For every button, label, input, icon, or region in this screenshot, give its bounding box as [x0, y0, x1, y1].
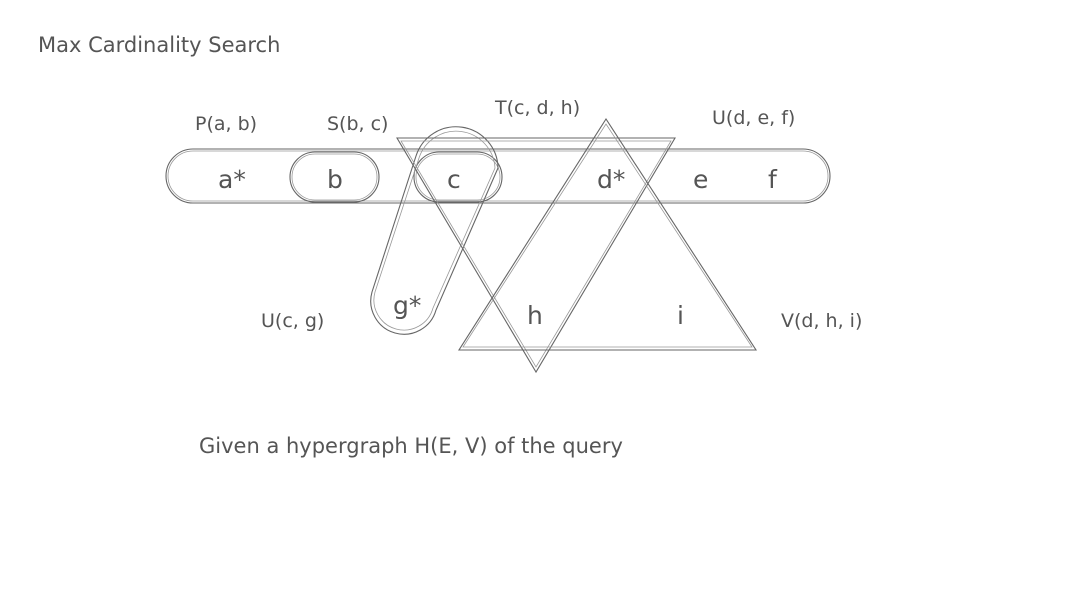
edge-label-U-def: U(d, e, f) [712, 107, 795, 129]
vertex-e: e [693, 165, 708, 194]
vertex-d: d* [597, 165, 625, 194]
diagram-caption: Given a hypergraph H(E, V) of the query [199, 434, 623, 458]
vertex-b: b [327, 165, 343, 194]
hyperedge-V-triangle [457, 117, 758, 351]
vertex-g: g* [393, 291, 421, 320]
edge-label-S: S(b, c) [327, 113, 388, 135]
vertex-i: i [677, 301, 684, 330]
vertex-f: f [768, 165, 778, 194]
edge-label-T: T(c, d, h) [494, 97, 580, 119]
vertex-c: c [447, 165, 461, 194]
vertex-h: h [527, 301, 543, 330]
edge-label-U-cg: U(c, g) [261, 310, 324, 332]
diagram-title: Max Cardinality Search [38, 33, 281, 57]
hyperedge-c-capsule [413, 151, 503, 203]
hyperedge-b-capsule [289, 151, 380, 203]
hyperedge-cg-capsule [370, 126, 499, 335]
edge-label-P: P(a, b) [195, 113, 257, 135]
edge-label-V: V(d, h, i) [781, 310, 862, 332]
vertex-a: a* [218, 165, 246, 194]
hyperedge-top-capsule [165, 148, 831, 204]
hyperedge-T-triangle [396, 137, 676, 374]
